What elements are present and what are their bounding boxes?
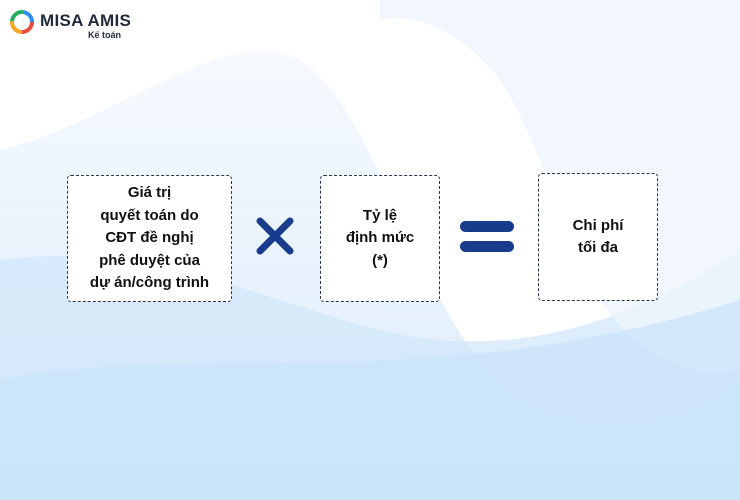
logo-brand-text: MISA AMIS bbox=[40, 11, 132, 30]
logo-product-text: Kế toán bbox=[88, 30, 122, 40]
settlement-value-box: Giá trị quyết toán do CĐT đề nghị phê du… bbox=[67, 175, 232, 302]
max-cost-box: Chi phí tối đa bbox=[538, 173, 658, 301]
misa-amis-logo: MISA AMIS Kế toán bbox=[10, 9, 132, 43]
settlement-value-text: Giá trị quyết toán do CĐT đề nghị phê du… bbox=[89, 184, 210, 292]
misa-logo-mark-icon bbox=[10, 10, 34, 34]
norm-rate-text: Tỷ lệ định mức (*) bbox=[345, 206, 415, 269]
equals-icon bbox=[460, 221, 514, 252]
norm-rate-box: Tỷ lệ định mức (*) bbox=[320, 175, 440, 302]
max-cost-text: Chi phí tối đa bbox=[572, 216, 624, 257]
multiply-icon bbox=[256, 217, 294, 255]
